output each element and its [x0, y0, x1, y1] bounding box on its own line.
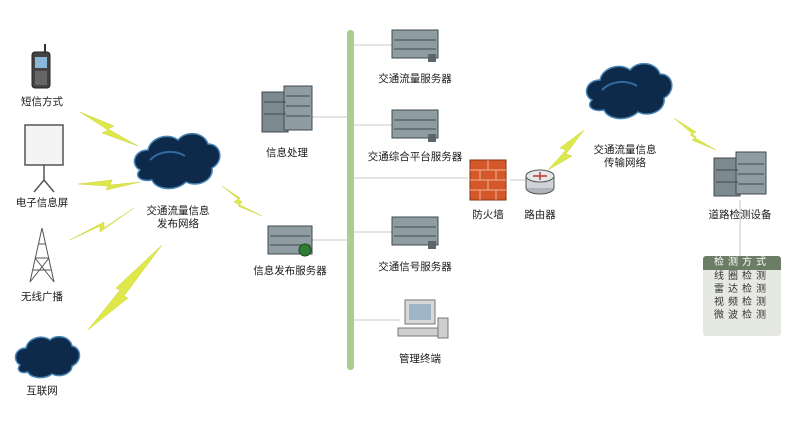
lightning-device [673, 117, 717, 151]
label-transmit-net-1: 交通流量信息 [593, 144, 657, 156]
server-icon-platform [391, 109, 439, 142]
lightning-radio [69, 207, 135, 241]
server-icon-signal [391, 216, 439, 249]
computer-terminal-icon [397, 299, 449, 339]
firewall-icon [469, 159, 507, 201]
label-publish-net-1: 交通流量信息 [146, 205, 210, 217]
lightning-publish [221, 185, 263, 217]
label-radio: 无线广播 [21, 291, 63, 303]
lightning-screen [77, 179, 141, 191]
server-icon-processing [261, 85, 313, 133]
lightning-sms [79, 111, 139, 147]
router-icon [525, 169, 555, 195]
label-screen: 电子信息屏 [15, 197, 69, 209]
cloud-icon-transmit [585, 62, 673, 120]
label-publish-net-2: 发布网络 [157, 218, 199, 230]
label-internet: 互联网 [26, 385, 58, 397]
server-icon-road-device [713, 151, 767, 197]
label-platform-server: 交通综合平台服务器 [367, 151, 463, 163]
phone-icon [31, 44, 51, 89]
detection-method-item: 视频检测 [714, 297, 770, 308]
label-road-device: 道路检测设备 [708, 209, 772, 221]
cloud-icon-publish [133, 132, 221, 190]
label-publish-server: 信息发布服务器 [253, 265, 327, 277]
label-flow-server: 交通流量服务器 [378, 73, 452, 85]
label-firewall: 防火墙 [472, 209, 504, 221]
detection-method-item: 雷达检测 [714, 284, 770, 295]
detection-methods-panel: 检测方式 线圈检测 雷达检测 视频检测 微波检测 [703, 256, 781, 336]
server-icon-publish [267, 225, 313, 257]
detection-methods-header: 检测方式 [703, 256, 781, 270]
server-icon-flow [391, 29, 439, 62]
cloud-icon-internet [14, 335, 81, 379]
backbone-bus [347, 30, 354, 370]
label-mgmt-terminal: 管理终端 [399, 353, 441, 365]
lightning-internet [87, 244, 163, 331]
label-signal-server: 交通信号服务器 [378, 261, 452, 273]
detection-method-item: 微波检测 [714, 310, 770, 321]
lightning-router [547, 129, 585, 171]
label-transmit-net-2: 传输网络 [604, 157, 646, 169]
detection-method-item: 线圈检测 [714, 271, 770, 282]
display-screen-icon [24, 124, 64, 193]
label-router: 路由器 [524, 209, 556, 221]
label-sms: 短信方式 [21, 96, 63, 108]
radio-tower-icon [29, 227, 55, 283]
label-info-processing: 信息处理 [266, 147, 308, 159]
